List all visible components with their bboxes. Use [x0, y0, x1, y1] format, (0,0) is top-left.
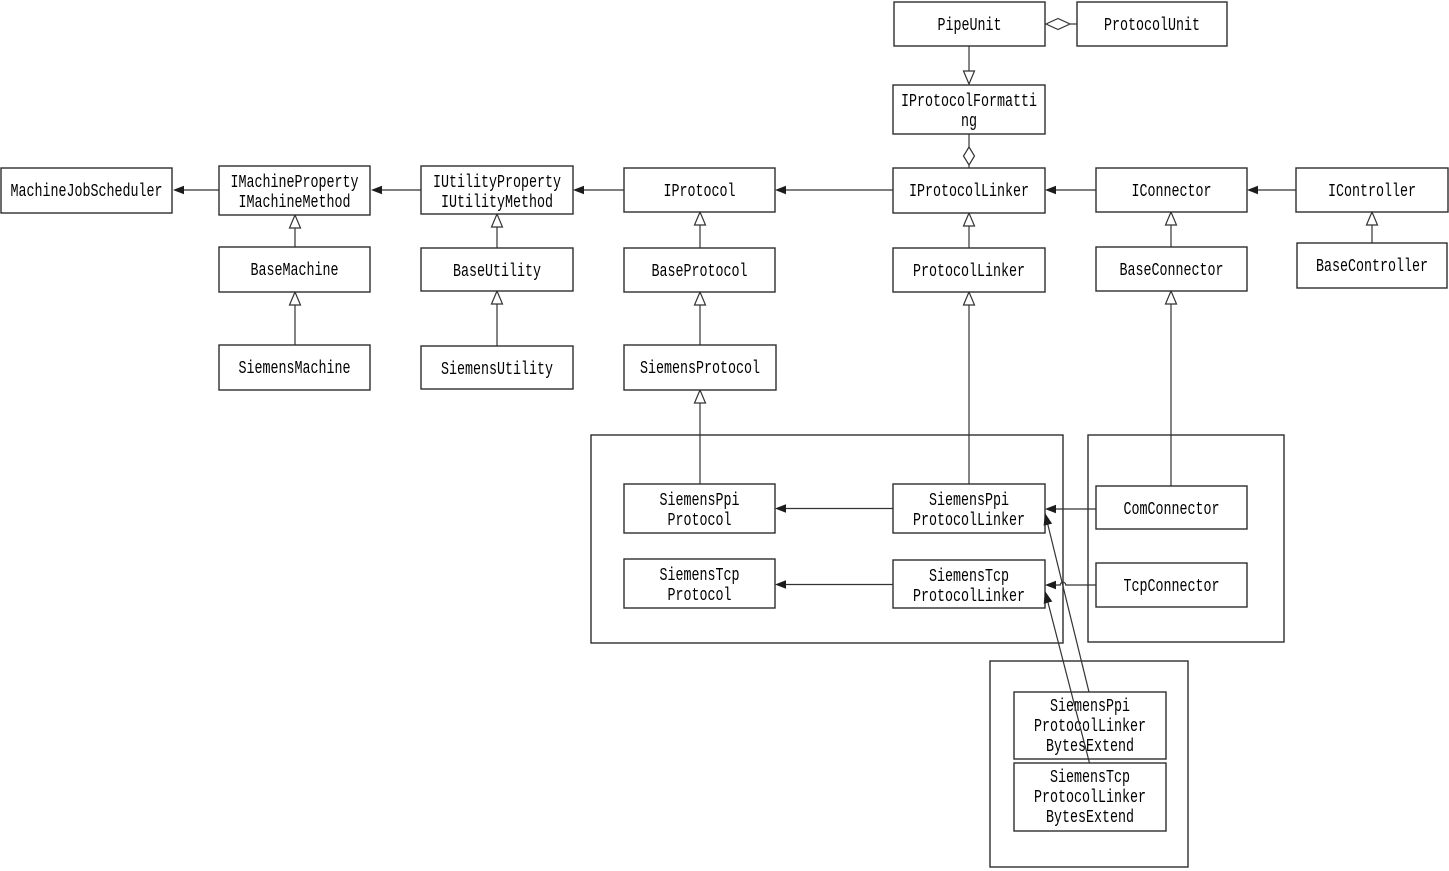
svg-text:BaseMachine: BaseMachine: [251, 261, 339, 281]
svg-text:SiemensTcp: SiemensTcp: [660, 566, 740, 586]
svg-text:IMachineProperty: IMachineProperty: [231, 173, 359, 193]
svg-text:IController: IController: [1328, 182, 1416, 202]
svg-text:TcpConnector: TcpConnector: [1124, 577, 1220, 597]
svg-text:ProtocolLinker: ProtocolLinker: [1034, 717, 1146, 737]
svg-text:BytesExtend: BytesExtend: [1046, 737, 1134, 757]
svg-text:ProtocolLinker: ProtocolLinker: [1034, 788, 1146, 808]
svg-text:SiemensPpi: SiemensPpi: [929, 491, 1009, 511]
svg-text:SiemensProtocol: SiemensProtocol: [640, 359, 760, 379]
svg-text:BaseController: BaseController: [1316, 257, 1428, 277]
svg-text:ComConnector: ComConnector: [1124, 500, 1220, 520]
svg-text:ProtocolLinker: ProtocolLinker: [913, 587, 1025, 607]
svg-text:ProtocolLinker: ProtocolLinker: [913, 511, 1025, 531]
svg-text:Protocol: Protocol: [668, 511, 732, 531]
svg-text:MachineJobScheduler: MachineJobScheduler: [11, 182, 163, 202]
svg-text:ProtocolUnit: ProtocolUnit: [1104, 16, 1200, 36]
svg-text:IMachineMethod: IMachineMethod: [239, 193, 351, 213]
svg-text:Protocol: Protocol: [668, 586, 732, 606]
svg-text:IUtilityMethod: IUtilityMethod: [441, 193, 553, 213]
svg-text:SiemensMachine: SiemensMachine: [239, 359, 351, 379]
svg-text:BaseConnector: BaseConnector: [1120, 261, 1224, 281]
svg-text:ng: ng: [961, 112, 977, 132]
svg-text:IProtocol: IProtocol: [664, 182, 736, 202]
svg-text:SiemensPpi: SiemensPpi: [1050, 697, 1130, 717]
svg-text:BaseProtocol: BaseProtocol: [652, 262, 748, 282]
svg-text:PipeUnit: PipeUnit: [938, 16, 1002, 36]
svg-text:IConnector: IConnector: [1132, 182, 1212, 202]
svg-text:BaseUtility: BaseUtility: [453, 262, 541, 282]
svg-text:IProtocolFormatti: IProtocolFormatti: [901, 92, 1037, 112]
svg-text:SiemensTcp: SiemensTcp: [1050, 768, 1130, 788]
svg-text:BytesExtend: BytesExtend: [1046, 808, 1134, 828]
svg-text:IUtilityProperty: IUtilityProperty: [433, 173, 561, 193]
svg-text:ProtocolLinker: ProtocolLinker: [913, 262, 1025, 282]
svg-text:SiemensTcp: SiemensTcp: [929, 567, 1009, 587]
svg-text:IProtocolLinker: IProtocolLinker: [909, 182, 1029, 202]
svg-text:SiemensUtility: SiemensUtility: [441, 360, 553, 380]
svg-text:SiemensPpi: SiemensPpi: [660, 491, 740, 511]
